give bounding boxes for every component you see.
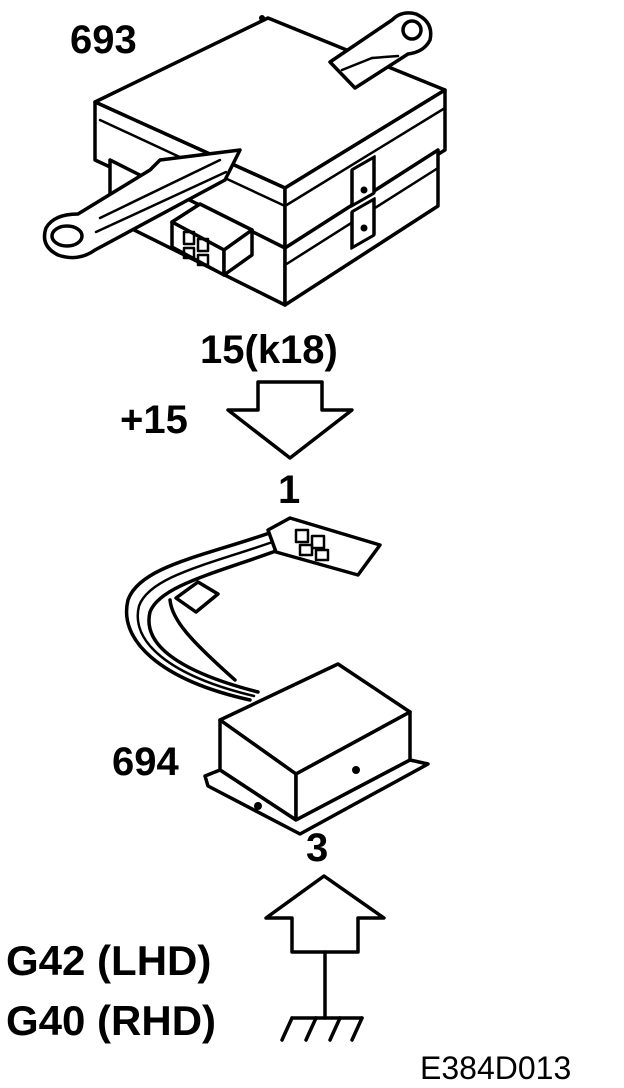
figure-code: E384D013 xyxy=(420,1050,572,1086)
signal-15-k18-label: 15(k18) xyxy=(200,328,338,372)
module-694-small-plug xyxy=(174,580,220,614)
pin-3-label: 3 xyxy=(306,826,329,870)
pin-1-label: 1 xyxy=(278,468,301,512)
ground-g42-label: G42 (LHD) xyxy=(6,937,212,984)
module-693-label: 693 xyxy=(70,18,137,62)
module-694-flange xyxy=(203,758,430,836)
up-arrow-icon xyxy=(264,874,386,954)
ground-icon xyxy=(280,950,364,1042)
plus15-label: +15 xyxy=(120,398,188,442)
ground-g40-label: G40 (RHD) xyxy=(6,997,217,1044)
down-arrow-icon xyxy=(226,380,354,460)
module-694-drawing xyxy=(124,516,430,836)
module-694-label: 694 xyxy=(112,740,179,784)
module-693-drawing xyxy=(42,11,447,307)
module-693-bracket-front xyxy=(42,148,242,260)
